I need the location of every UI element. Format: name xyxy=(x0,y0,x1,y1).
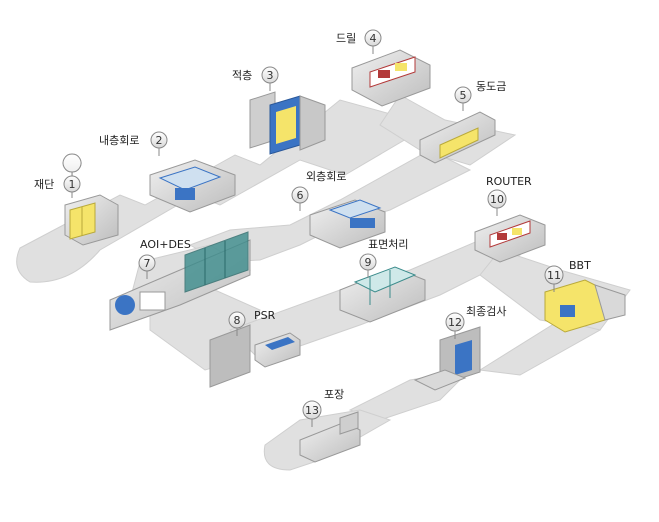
machine-bbt xyxy=(544,279,626,333)
step-11-number: 11 xyxy=(547,269,561,282)
machine-lamination xyxy=(249,91,326,155)
step-3-number: 3 xyxy=(267,69,274,82)
step-5[interactable]: 5 동도금 xyxy=(454,80,506,111)
step-1-number: 1 xyxy=(69,178,76,191)
machine-psr xyxy=(209,324,301,388)
step-1-label: 재단 xyxy=(34,178,54,191)
machine-packing xyxy=(299,411,361,463)
machine-copper-plating xyxy=(419,111,496,164)
step-13[interactable]: 13 포장 xyxy=(302,388,344,427)
step-10[interactable]: 10 ROUTER xyxy=(486,175,532,216)
step-3[interactable]: 3 적층 xyxy=(232,66,279,91)
step-10-number: 10 xyxy=(490,193,504,206)
step-12[interactable]: 12 최종검사 xyxy=(445,305,506,339)
step-5-label: 동도금 xyxy=(476,80,506,93)
step-12-label: 최종검사 xyxy=(466,305,506,318)
step-11-label: BBT xyxy=(569,259,591,272)
step-2-number: 2 xyxy=(156,134,163,147)
machine-surface-finish xyxy=(339,266,426,323)
step-4[interactable]: 4 드릴 xyxy=(336,29,382,54)
step-5-number: 5 xyxy=(460,89,467,102)
step-6-label: 외층회로 xyxy=(306,170,346,183)
machine-aoi-des xyxy=(109,231,251,331)
step-2[interactable]: 2 내층회로 xyxy=(99,131,168,156)
step-2-label: 내층회로 xyxy=(99,134,139,147)
machine-router xyxy=(474,214,546,263)
step-7-number: 7 xyxy=(144,257,151,270)
step-8-label: PSR xyxy=(254,309,276,322)
step-9-label: 표면처리 xyxy=(368,238,408,251)
machine-drill xyxy=(351,49,431,107)
step-12-number: 12 xyxy=(448,316,462,329)
step-3-label: 적층 xyxy=(232,69,252,82)
step-9-number: 9 xyxy=(365,256,372,269)
machine-outer-layer xyxy=(309,199,386,249)
step-13-number: 13 xyxy=(305,404,319,417)
machine-final-inspection xyxy=(413,326,481,391)
step-1[interactable]: 1 재단 xyxy=(34,153,82,199)
step-13-label: 포장 xyxy=(324,388,344,401)
machine-cutting xyxy=(64,194,119,246)
step-6-number: 6 xyxy=(297,189,304,202)
step-7[interactable]: 7 AOI+DES xyxy=(138,238,191,279)
step-7-label: AOI+DES xyxy=(140,238,191,251)
step-9[interactable]: 9 표면처리 xyxy=(359,238,408,278)
step-10-label: ROUTER xyxy=(486,175,532,188)
floor-paths xyxy=(16,94,631,471)
step-4-label: 드릴 xyxy=(336,32,356,45)
machine-inner-layer xyxy=(149,159,236,213)
step-11[interactable]: 11 BBT xyxy=(544,259,591,292)
step-4-number: 4 xyxy=(370,32,377,45)
step-6[interactable]: 6 외층회로 xyxy=(291,170,346,211)
step-8-number: 8 xyxy=(234,314,241,327)
step-8[interactable]: 8 PSR xyxy=(228,309,276,336)
